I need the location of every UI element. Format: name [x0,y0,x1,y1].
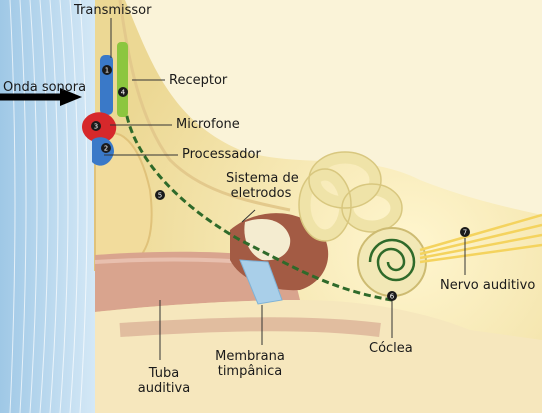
receiver-device [117,42,128,117]
label-tuba-line2: auditiva [136,381,192,396]
auditory-tube [120,324,380,330]
label-membrana-timpanica: Membrana timpânica [212,349,288,379]
label-sistema-eletrodos-line1: Sistema de [226,171,296,186]
label-receptor: Receptor [169,73,227,88]
marker-3: 3 [94,123,98,131]
label-tuba-line1: Tuba [136,366,192,381]
label-processador: Processador [182,147,261,162]
marker-5: 5 [158,192,162,200]
label-sistema-eletrodos-line2: eletrodos [226,186,296,201]
label-nervo-auditivo: Nervo auditivo [440,278,535,293]
label-onda-sonora: Onda sonora [3,80,86,95]
label-microfone: Microfone [176,117,240,132]
label-sistema-eletrodos: Sistema de eletrodos [226,171,296,201]
marker-7: 7 [463,229,467,237]
label-tuba-auditiva: Tuba auditiva [136,366,192,396]
label-transmissor: Transmissor [74,3,151,18]
cochlea [358,228,426,296]
marker-2: 2 [104,145,108,153]
label-membrana-line1: Membrana [212,349,288,364]
label-membrana-line2: timpânica [212,364,288,379]
marker-6: 6 [390,293,395,301]
marker-1: 1 [105,67,109,75]
marker-4: 4 [121,89,126,97]
transmitter-device [100,55,113,115]
label-coclea: Cóclea [369,341,413,356]
